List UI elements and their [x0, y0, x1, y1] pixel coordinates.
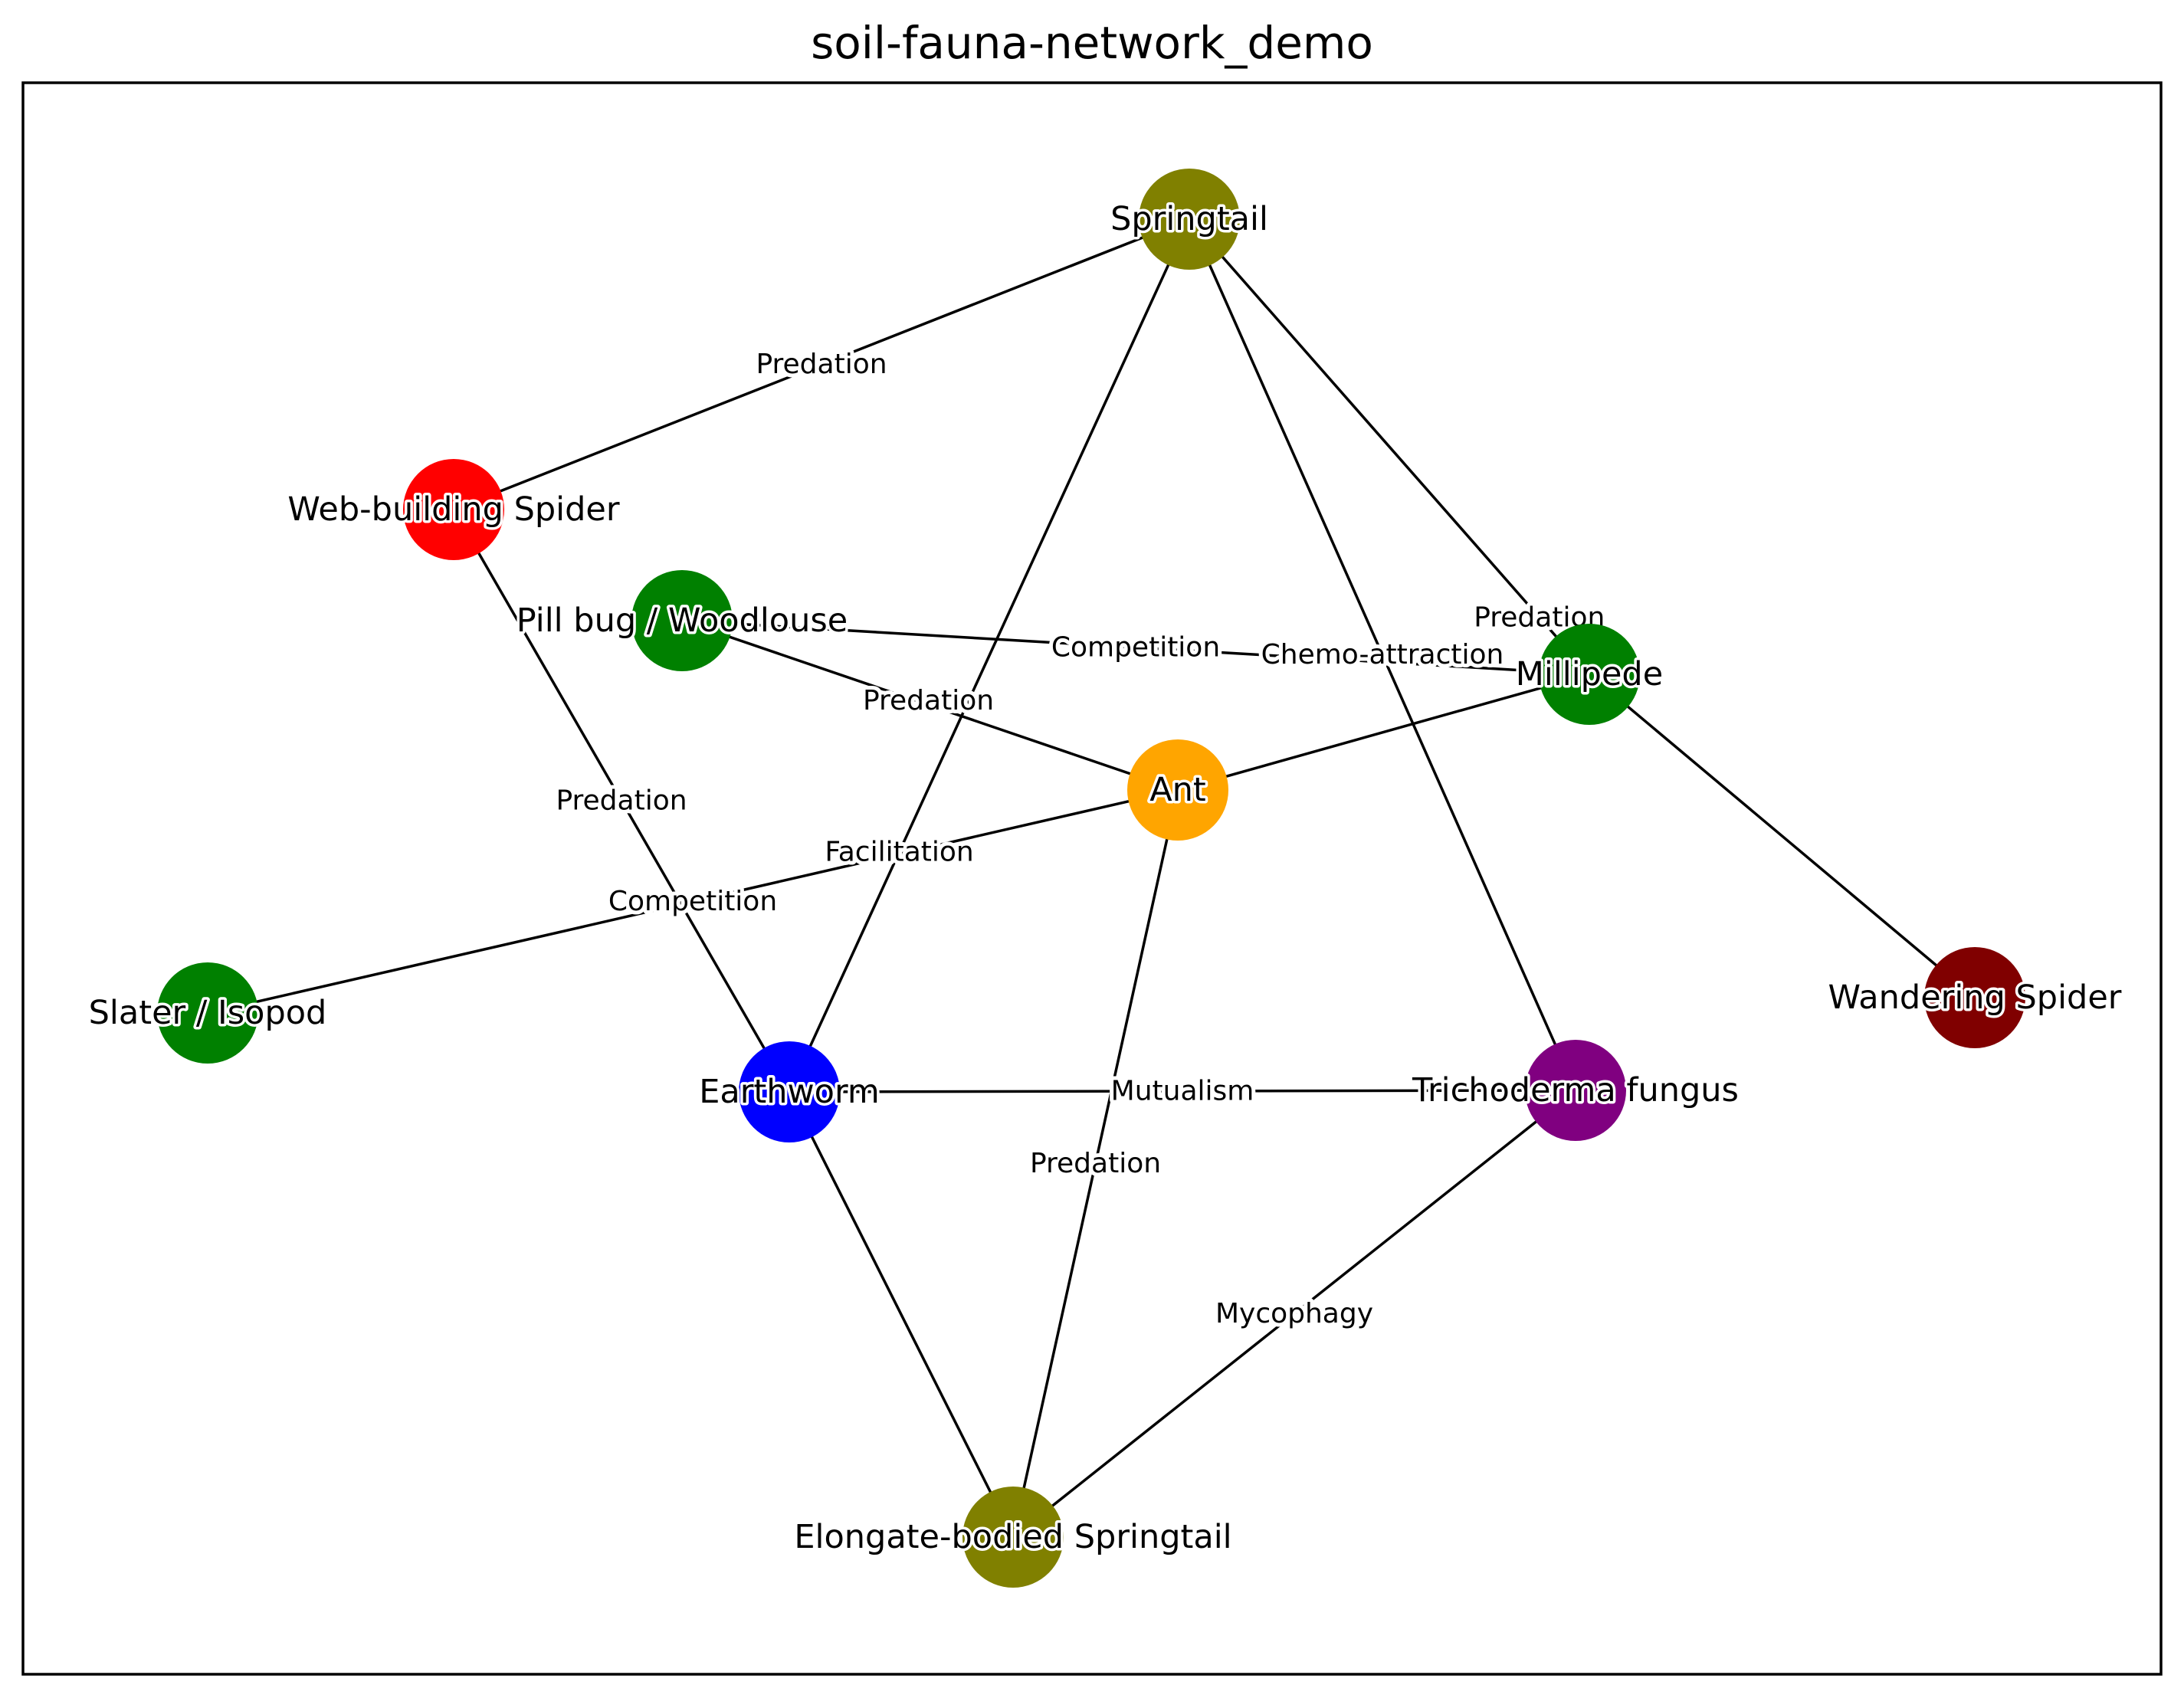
edge-ant-elongate_springtail [1012, 789, 1179, 1538]
node-wandering_spider [1924, 947, 2025, 1048]
node-elongate_springtail [962, 1487, 1064, 1588]
node-label-ant: Ant [1149, 771, 1206, 809]
nodes-layer [157, 169, 2025, 1588]
node-springtail [1139, 169, 1240, 270]
edge-millipede-wandering_spider [1588, 673, 1976, 999]
edge-pill_bug-millipede [681, 619, 1590, 676]
node-earthworm [739, 1041, 840, 1142]
node-label-wandering_spider: Wandering Spider [1828, 978, 2122, 1017]
node-label-trichoderma: Trichoderma fungus [1412, 1071, 1739, 1110]
node-ant [1127, 739, 1228, 841]
edge-web_spider-springtail [453, 218, 1190, 511]
edge-label: Mutualism [1111, 1076, 1254, 1107]
node-label-millipede: Millipede [1516, 655, 1663, 693]
edge-label: Chemo-attraction [1261, 639, 1504, 670]
node-label-slater: Slater / Isopod [89, 994, 327, 1032]
edge-ant-millipede [1177, 673, 1590, 792]
edge-label: Predation [863, 685, 994, 716]
figure-title: soil-fauna-network_demo [811, 17, 1373, 69]
node-slater [157, 962, 258, 1064]
edges-layer [207, 218, 1976, 1539]
edge-earthworm-elongate_springtail [788, 1091, 1015, 1538]
edge-slater-ant [207, 788, 1179, 1015]
edge-web_spider-earthworm [452, 509, 791, 1093]
edge-trichoderma-elongate_springtail [1012, 1089, 1577, 1539]
edge-label: Predation [556, 785, 687, 817]
edge-springtail-millipede [1188, 218, 1591, 676]
node-trichoderma [1525, 1040, 1626, 1141]
node-web_spider [403, 459, 504, 560]
edge-label: Competition [608, 886, 777, 917]
edge-springtail-trichoderma [1188, 218, 1577, 1091]
node-millipede [1539, 624, 1640, 725]
plot-frame [21, 81, 2163, 1676]
edge-earthworm-trichoderma [789, 1089, 1576, 1093]
edge-springtail-earthworm [788, 218, 1191, 1093]
edge-label: Predation [756, 349, 887, 380]
edge-label: Mycophagy [1215, 1298, 1373, 1329]
node-label-pill_bug: Pill bug / Woodlouse [516, 602, 848, 640]
edge-pill_bug-ant [681, 619, 1179, 792]
node-pill_bug [631, 570, 733, 671]
edge-labels-layer: PredationFacilitationChemo-attractionPre… [552, 345, 1608, 1333]
node-label-elongate_springtail: Elongate-bodied Springtail [794, 1518, 1231, 1556]
node-label-springtail: Springtail [1110, 200, 1268, 238]
edge-label: Predation [1030, 1148, 1161, 1179]
edge-label: Competition [1051, 632, 1220, 664]
node-label-web_spider: Web-building Spider [287, 490, 619, 529]
edge-label: Facilitation [825, 836, 973, 867]
node-label-earthworm: Earthworm [699, 1073, 880, 1111]
